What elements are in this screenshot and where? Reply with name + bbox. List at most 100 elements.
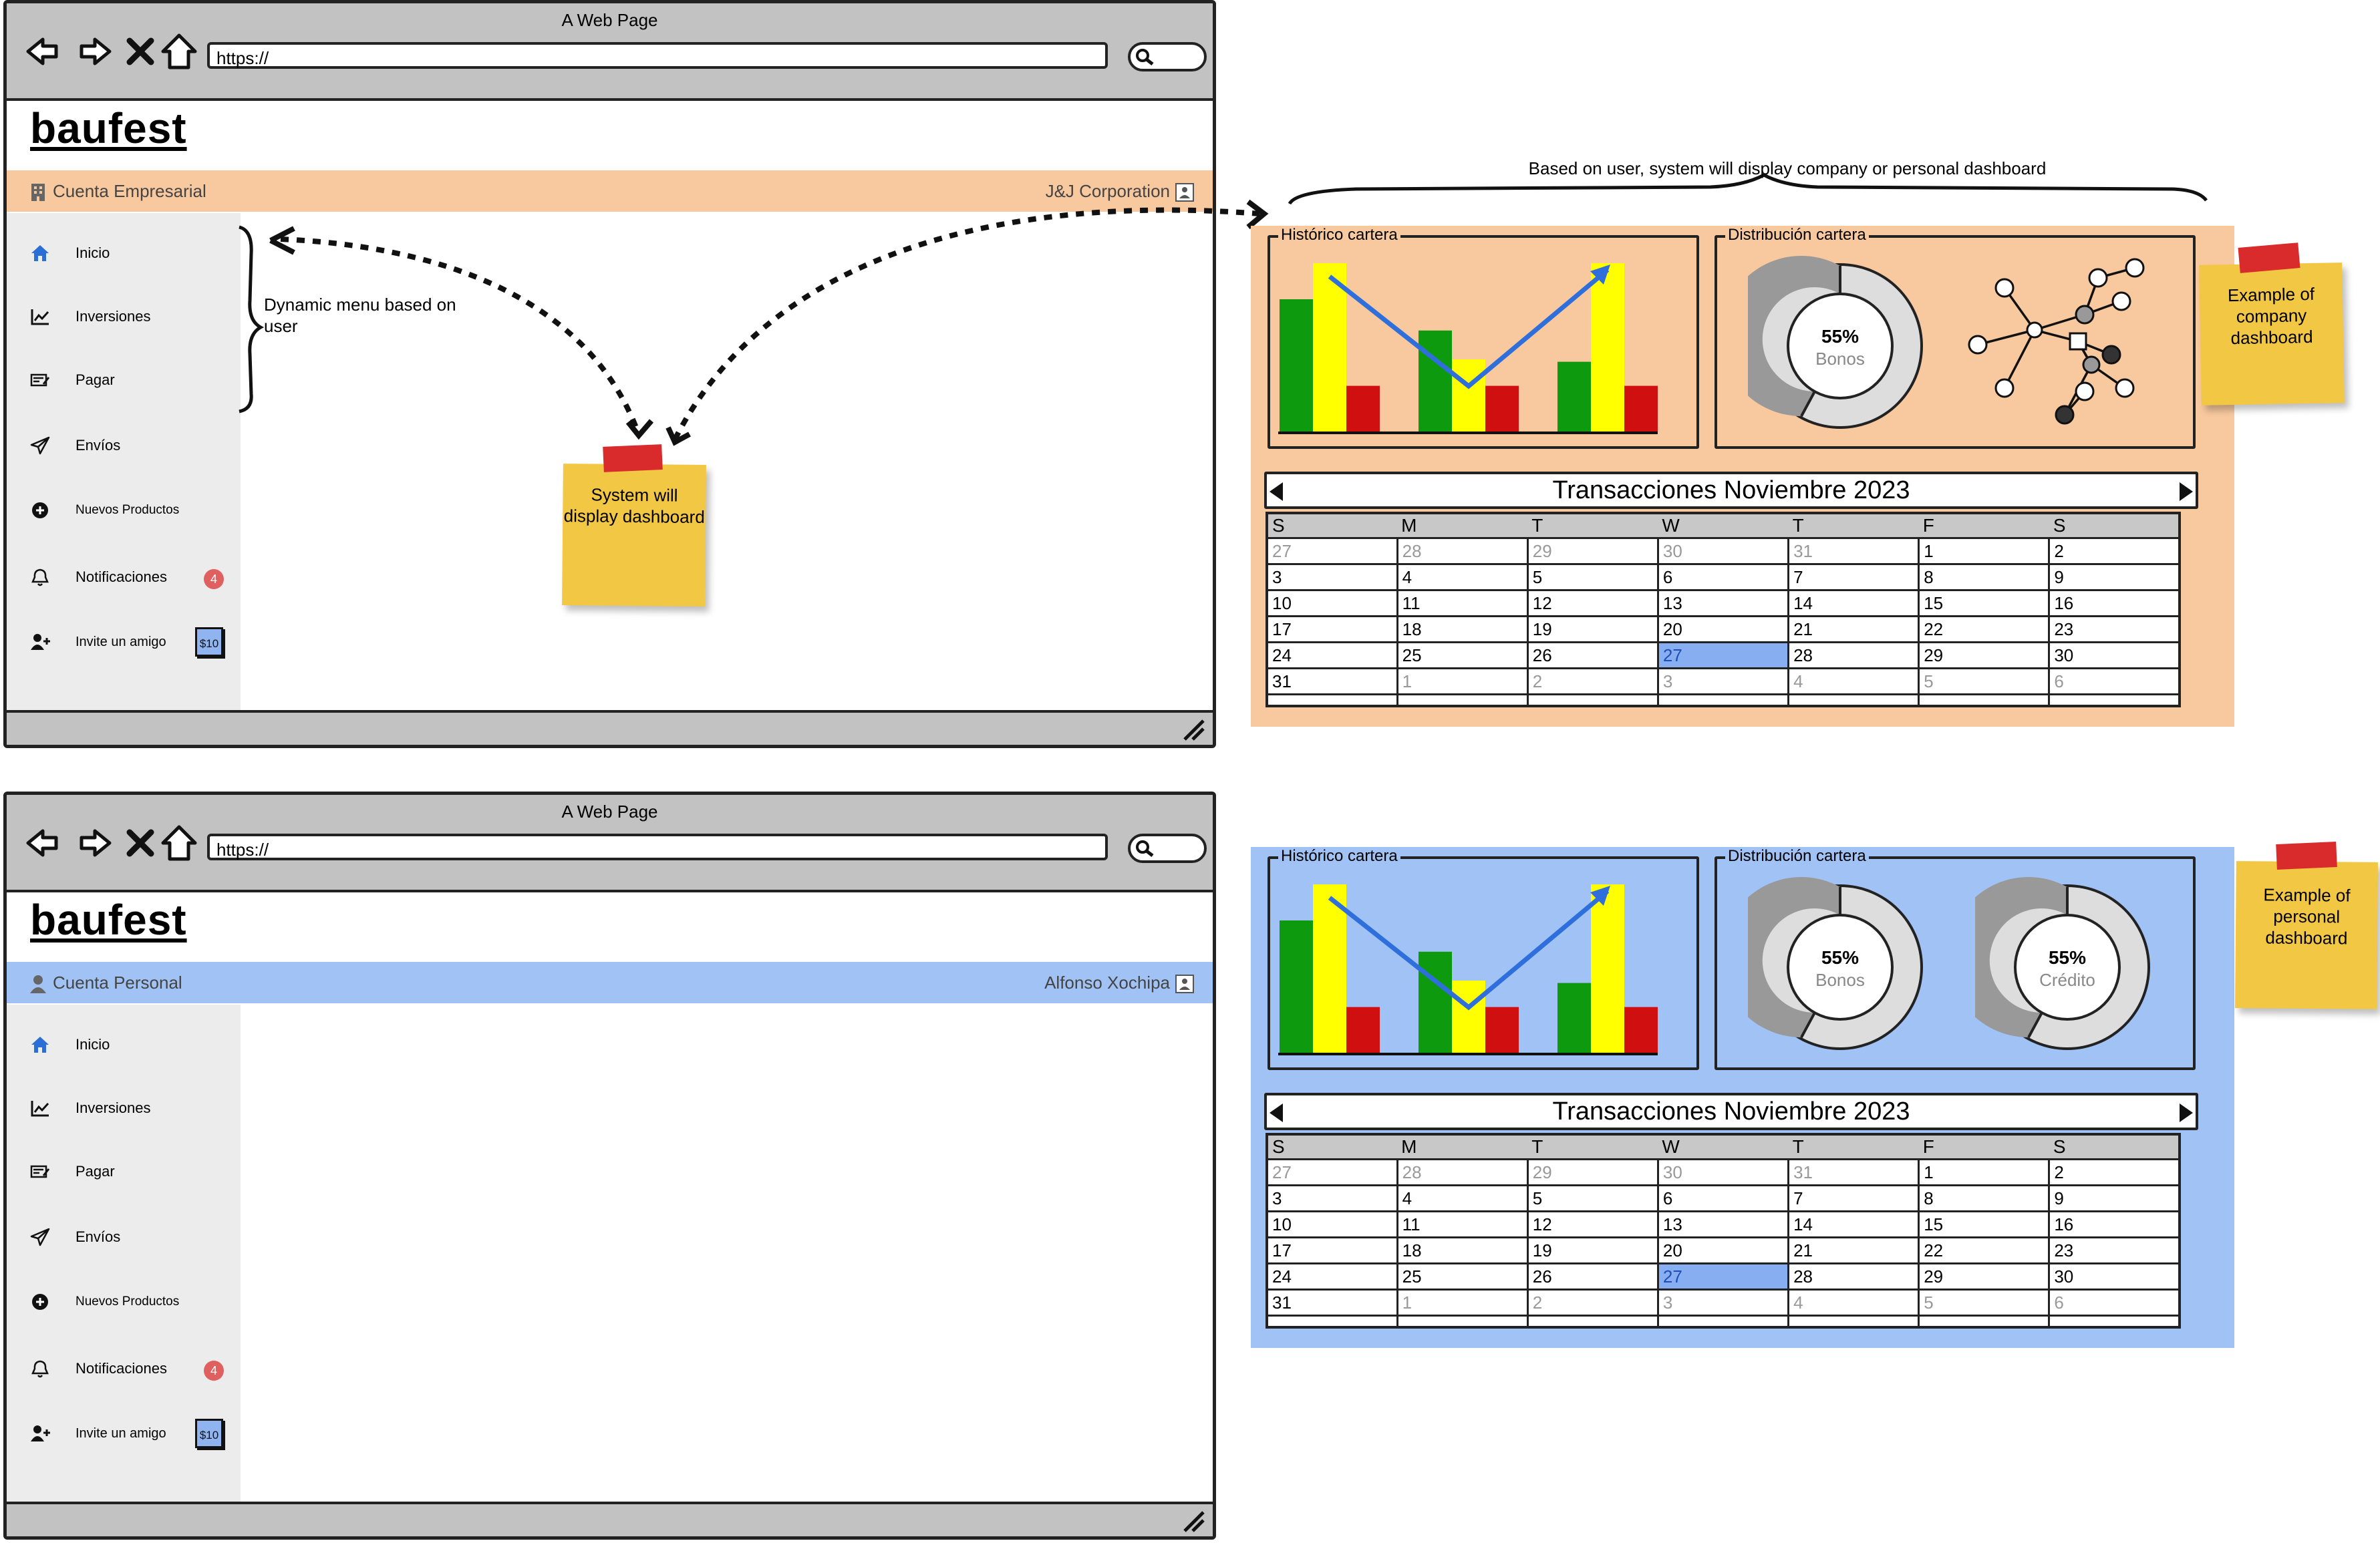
calendar-day[interactable]: 16 xyxy=(2048,589,2181,617)
calendar-day[interactable]: 8 xyxy=(1918,1184,2051,1212)
calendar-day[interactable]: 24 xyxy=(1266,1262,1398,1291)
calendar-day[interactable]: 1 xyxy=(1918,537,2051,565)
calendar-day[interactable]: 26 xyxy=(1526,1262,1659,1291)
calendar-day[interactable]: 9 xyxy=(2048,563,2181,591)
resize-grip-icon[interactable] xyxy=(1179,1507,1206,1534)
calendar-day[interactable]: 20 xyxy=(1656,1236,1790,1264)
calendar-day[interactable]: 13 xyxy=(1656,1210,1790,1238)
calendar-day[interactable]: 28 xyxy=(1396,537,1529,565)
account-user[interactable]: Alfonso Xochipa xyxy=(1044,962,1194,1003)
calendar-day[interactable]: 2 xyxy=(1526,667,1659,695)
calendar-day[interactable]: 4 xyxy=(1396,563,1529,591)
calendar-day[interactable]: 12 xyxy=(1526,1210,1659,1238)
calendar-day[interactable]: 10 xyxy=(1266,589,1398,617)
calendar-day[interactable]: 6 xyxy=(2048,1289,2181,1317)
calendar-day[interactable]: 21 xyxy=(1787,615,1920,643)
calendar-day[interactable]: 19 xyxy=(1526,615,1659,643)
calendar-day[interactable]: 29 xyxy=(1526,537,1659,565)
url-bar[interactable]: https:// xyxy=(207,42,1108,69)
calendar-day[interactable]: 12 xyxy=(1526,589,1659,617)
calendar-day[interactable]: 3 xyxy=(1656,1289,1790,1317)
resize-grip-icon[interactable] xyxy=(1179,715,1206,742)
calendar-day[interactable]: 5 xyxy=(1918,1289,2051,1317)
calendar-day[interactable]: 15 xyxy=(1918,1210,2051,1238)
calendar-day[interactable]: 4 xyxy=(1787,667,1920,695)
calendar-day[interactable]: 1 xyxy=(1396,667,1529,695)
calendar-day[interactable]: 6 xyxy=(2048,667,2181,695)
calendar-day[interactable]: 29 xyxy=(1918,1262,2051,1291)
calendar-day[interactable]: 5 xyxy=(1918,667,2051,695)
calendar-day[interactable]: 29 xyxy=(1526,1158,1659,1186)
back-icon[interactable] xyxy=(24,823,64,863)
baufest-logo[interactable]: baufest xyxy=(30,104,187,152)
calendar-day[interactable]: 22 xyxy=(1918,1236,2051,1264)
calendar-day[interactable]: 9 xyxy=(2048,1184,2181,1212)
calendar-day[interactable]: 29 xyxy=(1918,641,2051,669)
back-icon[interactable] xyxy=(24,31,64,71)
calendar-day[interactable]: 31 xyxy=(1266,1289,1398,1317)
calendar-day[interactable]: 22 xyxy=(1918,615,2051,643)
calendar-day[interactable]: 27 xyxy=(1656,641,1790,669)
calendar-day[interactable]: 4 xyxy=(1396,1184,1529,1212)
next-month-button[interactable] xyxy=(2180,1103,2193,1122)
calendar-day[interactable]: 23 xyxy=(2048,615,2181,643)
calendar-day[interactable]: 6 xyxy=(1656,1184,1790,1212)
calendar-day[interactable]: 1 xyxy=(1396,1289,1529,1317)
calendar-day[interactable]: 17 xyxy=(1266,1236,1398,1264)
forward-icon[interactable] xyxy=(73,823,114,863)
calendar-day[interactable]: 16 xyxy=(2048,1210,2181,1238)
calendar-day[interactable]: 27 xyxy=(1266,1158,1398,1186)
prev-month-button[interactable] xyxy=(1270,482,1283,501)
calendar-day[interactable]: 5 xyxy=(1526,563,1659,591)
calendar-day[interactable]: 28 xyxy=(1787,1262,1920,1291)
calendar-day[interactable]: 3 xyxy=(1266,1184,1398,1212)
calendar-day[interactable]: 20 xyxy=(1656,615,1790,643)
baufest-logo[interactable]: baufest xyxy=(30,896,187,944)
calendar-day[interactable]: 7 xyxy=(1787,563,1920,591)
calendar-day[interactable]: 11 xyxy=(1396,589,1529,617)
calendar-day[interactable]: 27 xyxy=(1656,1262,1790,1291)
calendar-day[interactable]: 11 xyxy=(1396,1210,1529,1238)
calendar-day[interactable]: 13 xyxy=(1656,589,1790,617)
calendar-day[interactable]: 3 xyxy=(1656,667,1790,695)
calendar-day[interactable]: 31 xyxy=(1787,537,1920,565)
calendar-day[interactable]: 7 xyxy=(1787,1184,1920,1212)
calendar-day[interactable]: 14 xyxy=(1787,1210,1920,1238)
calendar-day[interactable]: 23 xyxy=(2048,1236,2181,1264)
calendar-day[interactable]: 2 xyxy=(2048,537,2181,565)
forward-icon[interactable] xyxy=(73,31,114,71)
calendar-day[interactable]: 28 xyxy=(1787,641,1920,669)
calendar-day[interactable]: 18 xyxy=(1396,615,1529,643)
calendar-day[interactable]: 4 xyxy=(1787,1289,1920,1317)
close-icon[interactable] xyxy=(120,31,160,71)
calendar-day[interactable]: 19 xyxy=(1526,1236,1659,1264)
search-input[interactable] xyxy=(1128,834,1207,863)
calendar-day[interactable]: 18 xyxy=(1396,1236,1529,1264)
calendar-day[interactable]: 5 xyxy=(1526,1184,1659,1212)
calendar-day[interactable]: 2 xyxy=(2048,1158,2181,1186)
account-user[interactable]: J&J Corporation xyxy=(1046,170,1194,212)
calendar-day[interactable]: 28 xyxy=(1396,1158,1529,1186)
search-input[interactable] xyxy=(1128,42,1207,71)
home-nav-icon[interactable] xyxy=(159,823,199,863)
calendar-day[interactable]: 30 xyxy=(2048,641,2181,669)
calendar-day[interactable]: 25 xyxy=(1396,1262,1529,1291)
calendar-day[interactable]: 31 xyxy=(1266,667,1398,695)
calendar-day[interactable]: 14 xyxy=(1787,589,1920,617)
calendar-day[interactable]: 10 xyxy=(1266,1210,1398,1238)
calendar-day[interactable]: 30 xyxy=(1656,537,1790,565)
calendar-day[interactable]: 17 xyxy=(1266,615,1398,643)
calendar-day[interactable]: 3 xyxy=(1266,563,1398,591)
calendar-day[interactable]: 21 xyxy=(1787,1236,1920,1264)
calendar-day[interactable]: 6 xyxy=(1656,563,1790,591)
calendar-day[interactable]: 31 xyxy=(1787,1158,1920,1186)
calendar-day[interactable]: 25 xyxy=(1396,641,1529,669)
close-icon[interactable] xyxy=(120,823,160,863)
calendar-day[interactable]: 2 xyxy=(1526,1289,1659,1317)
calendar-day[interactable]: 26 xyxy=(1526,641,1659,669)
calendar-day[interactable]: 8 xyxy=(1918,563,2051,591)
home-nav-icon[interactable] xyxy=(159,31,199,71)
calendar-day[interactable]: 30 xyxy=(2048,1262,2181,1291)
next-month-button[interactable] xyxy=(2180,482,2193,501)
url-bar[interactable]: https:// xyxy=(207,834,1108,860)
